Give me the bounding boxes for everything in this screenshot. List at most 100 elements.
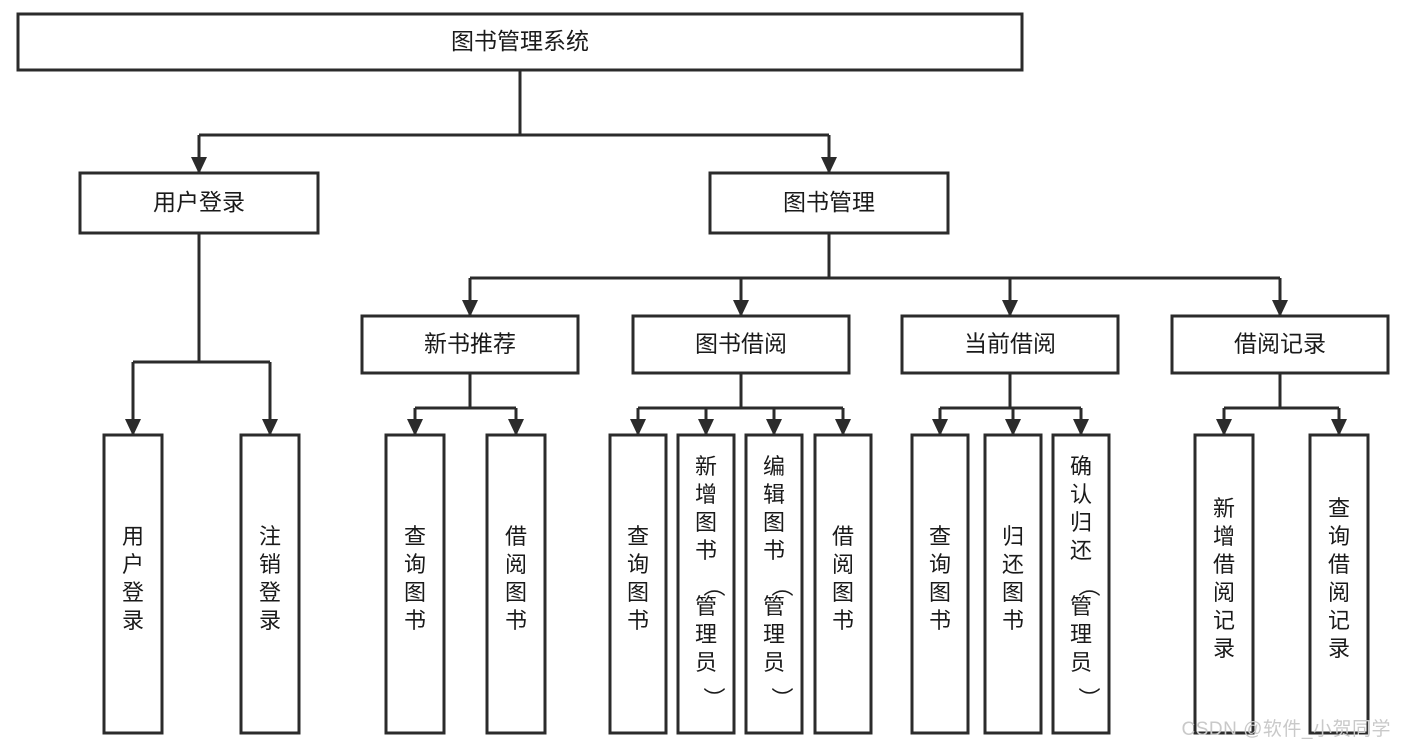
- node-label: 用户登录: [153, 189, 245, 215]
- node-label-char: 图: [929, 580, 951, 605]
- node-label-char: 归: [1070, 510, 1092, 535]
- arrow-head-icon: [698, 419, 714, 436]
- arrow-head-icon: [733, 300, 749, 317]
- node-label-char: 图: [695, 510, 717, 535]
- node-label-char: 录: [1213, 636, 1235, 661]
- node-label-char: 用: [122, 524, 144, 549]
- arrow-head-icon: [766, 419, 782, 436]
- node-label-char: 认: [1070, 482, 1092, 507]
- node-box: [78, 171, 320, 235]
- node-label-char: 新: [1213, 496, 1235, 521]
- node-box: [983, 433, 1043, 735]
- arrow-head-icon: [262, 419, 278, 436]
- submodule-node-借阅记录[interactable]: 借阅记录: [1170, 314, 1390, 375]
- node-label-char: 增: [695, 482, 717, 507]
- module-node-用户登录[interactable]: 用户登录: [78, 171, 320, 235]
- arrow-head-icon: [1331, 419, 1347, 436]
- arrow-head-icon: [191, 157, 207, 174]
- arrow-head-icon: [462, 300, 478, 317]
- node-label-char: 询: [1328, 524, 1350, 549]
- root-node-图书管理系统[interactable]: 图书管理系统: [16, 12, 1024, 72]
- node-label-char: 书: [695, 538, 717, 563]
- node-label-char: 录: [122, 608, 144, 633]
- node-label-char: 阅: [1328, 580, 1350, 605]
- node-label-char: 书: [929, 608, 951, 633]
- node-label: 图书管理系统: [451, 28, 589, 54]
- node-label-char: 理: [763, 622, 785, 647]
- node-label-char: 图: [404, 580, 426, 605]
- node-label-char: 借: [832, 524, 854, 549]
- node-box: [708, 171, 950, 235]
- node-box: [910, 433, 970, 735]
- arrow-head-icon: [1216, 419, 1232, 436]
- node-box: [608, 433, 668, 735]
- node-box: [676, 433, 736, 735]
- submodule-node-当前借阅[interactable]: 当前借阅: [900, 314, 1120, 375]
- arrow-head-icon: [1002, 300, 1018, 317]
- node-label-char: 登: [122, 580, 144, 605]
- arrow-head-icon: [1272, 300, 1288, 317]
- node-label-char: ）: [769, 687, 794, 709]
- node-label-char: 书: [763, 538, 785, 563]
- node-box: [1051, 433, 1111, 735]
- node-label: 借阅记录: [1234, 331, 1326, 357]
- node-box: [360, 314, 580, 375]
- leaf-node-用户登录[interactable]: 用户登录: [102, 433, 164, 735]
- node-label-char: 书: [505, 608, 527, 633]
- arrow-head-icon: [508, 419, 524, 436]
- submodule-node-图书借阅[interactable]: 图书借阅: [631, 314, 851, 375]
- node-label-char: 查: [404, 524, 426, 549]
- node-label-char: 户: [122, 552, 144, 577]
- node-label-char: 辑: [763, 482, 785, 507]
- node-label-char: 图: [627, 580, 649, 605]
- module-node-图书管理[interactable]: 图书管理: [708, 171, 950, 235]
- node-label-char: 登: [259, 580, 281, 605]
- node-label-char: （: [701, 575, 726, 597]
- node-label-char: 录: [259, 608, 281, 633]
- submodule-node-新书推荐[interactable]: 新书推荐: [360, 314, 580, 375]
- node-label-char: 还: [1002, 552, 1024, 577]
- nodes-layer: 图书管理系统用户登录图书管理新书推荐图书借阅当前借阅借阅记录用户登录注销登录查询…: [16, 12, 1390, 735]
- node-label-char: 图: [505, 580, 527, 605]
- node-label-char: 图: [1002, 580, 1024, 605]
- node-label-char: 员: [1070, 650, 1092, 675]
- node-label-char: 书: [627, 608, 649, 633]
- node-label-char: 确: [1070, 454, 1092, 479]
- node-label-char: ）: [1076, 687, 1101, 709]
- node-label-char: 查: [929, 524, 951, 549]
- node-box: [102, 433, 164, 735]
- node-label-char: 阅: [505, 552, 527, 577]
- node-label-char: 记: [1213, 608, 1235, 633]
- arrow-head-icon: [1073, 419, 1089, 436]
- node-label-char: 图: [832, 580, 854, 605]
- node-label-char: （: [1076, 575, 1101, 597]
- node-label-char: （: [769, 575, 794, 597]
- node-label-char: 归: [1002, 524, 1024, 549]
- node-label-char: 录: [1328, 636, 1350, 661]
- node-label-char: 销: [259, 552, 281, 577]
- node-label-char: ）: [701, 687, 726, 709]
- node-box: [631, 314, 851, 375]
- node-label-char: 借: [505, 524, 527, 549]
- node-box: [384, 433, 446, 735]
- node-label-char: 书: [404, 608, 426, 633]
- connectors-layer: [125, 70, 1347, 436]
- node-box: [239, 433, 301, 735]
- node-label: 新书推荐: [424, 331, 516, 357]
- node-label-char: 书: [832, 608, 854, 633]
- node-label-char: 注: [259, 524, 281, 549]
